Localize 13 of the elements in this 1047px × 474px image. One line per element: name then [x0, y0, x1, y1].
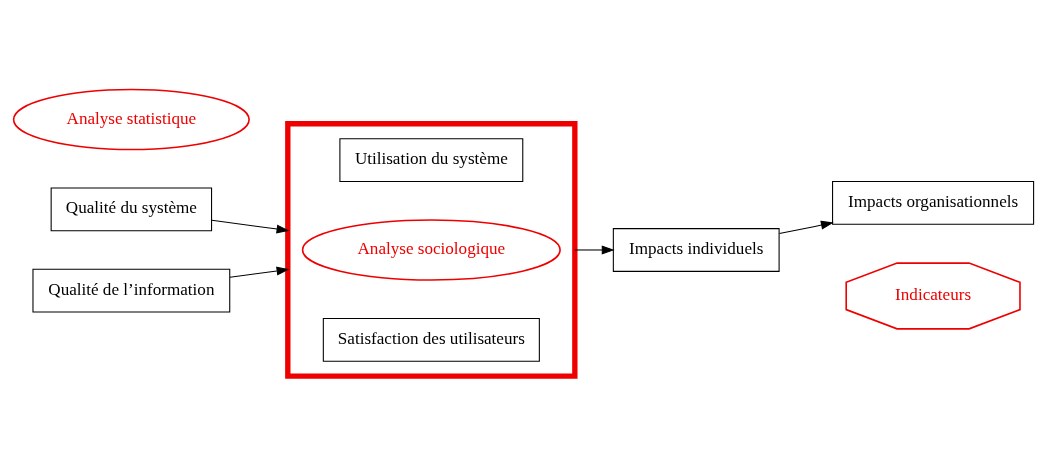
node-box: Impacts individuels	[612, 228, 780, 272]
arrow	[211, 219, 290, 234]
node-box: Qualité de l’information	[32, 268, 231, 313]
arrow	[574, 245, 615, 255]
node-ellipse: Analyse statistique	[12, 88, 250, 151]
node-box: Impacts organisationnels	[832, 181, 1035, 225]
node-box: Utilisation du système	[339, 138, 524, 183]
arrow	[229, 266, 290, 278]
arrow	[778, 220, 834, 235]
node-box: Satisfaction des utilisateurs	[322, 317, 540, 362]
node-box: Qualité du système	[50, 187, 213, 232]
cluster	[285, 121, 578, 379]
node-ellipse: Analyse sociologique	[301, 219, 561, 281]
